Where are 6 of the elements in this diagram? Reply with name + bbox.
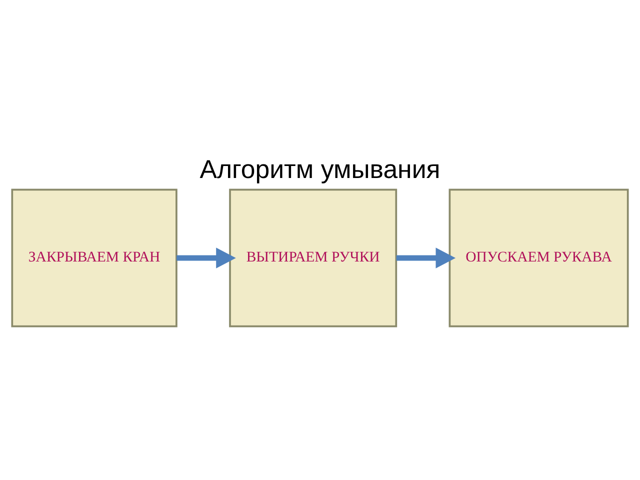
node-box: ВЫТИРАЕМ РУЧКИ bbox=[229, 188, 398, 328]
arrow bbox=[176, 248, 236, 268]
node-box: ОПУСКАЕМ РУКАВА bbox=[448, 188, 629, 328]
diagram-title: Алгоритм умывания bbox=[200, 156, 440, 184]
node-box: ЗАКРЫВАЕМ КРАН bbox=[11, 188, 178, 328]
arrow bbox=[396, 248, 456, 268]
